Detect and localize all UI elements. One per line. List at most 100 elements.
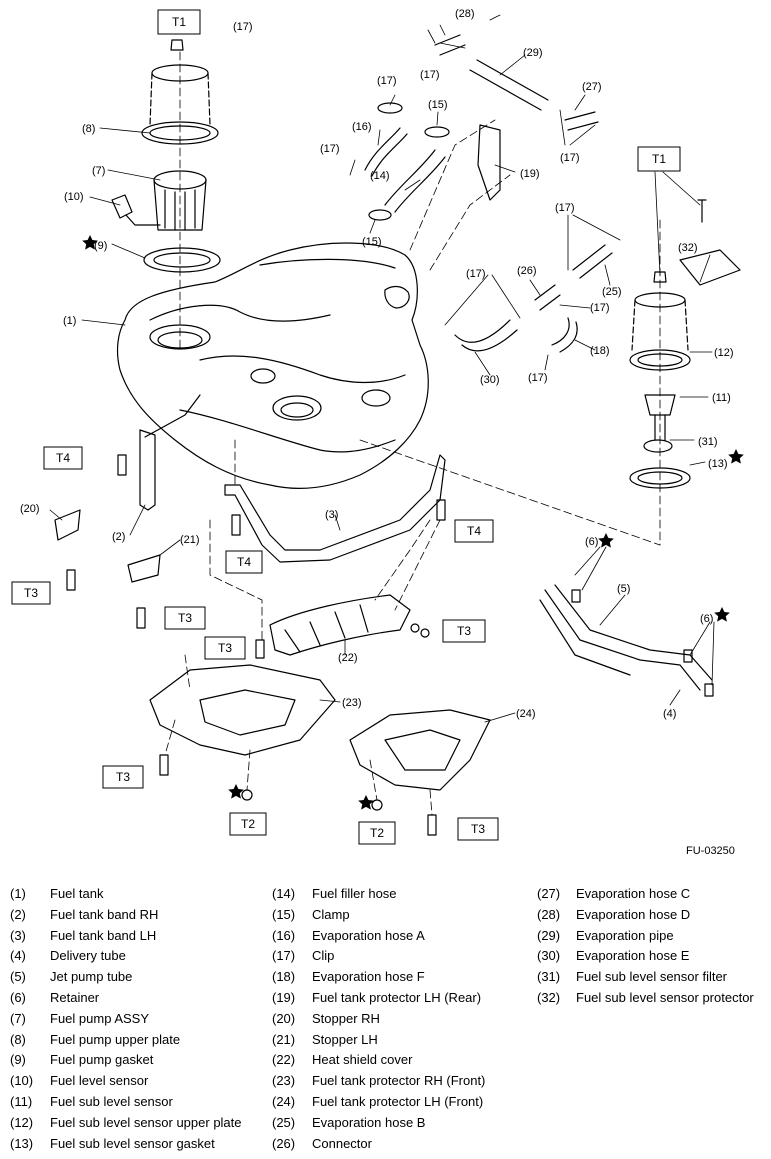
legend-item-number: (14) [272,886,296,901]
legend-item-number: (16) [272,927,296,943]
legend-item-name: Fuel tank protector LH (Rear) [312,989,482,1005]
legend-item: (8)Fuel pump upper plate [10,1030,242,1051]
torque-label: T2 [370,826,384,840]
callout-label: (19) [520,168,540,180]
legend-item-number: (28) [537,906,561,922]
callout-label: (22) [338,652,358,664]
callout-label: (23) [342,697,362,709]
legend-item-number: (19) [272,989,296,1005]
callout-label: (11) [712,392,731,404]
legend-item-name: Fuel pump gasket [50,1052,154,1068]
legend-item-number: (29) [537,927,561,943]
callout-label: (9) [94,240,107,252]
legend-item: (21) Stopper LH [272,1030,485,1051]
callout-label: (17) [377,75,397,87]
legend-item: (32)Fuel sub level sensor protector [537,988,754,1009]
legend-item-number: (24) [272,1093,296,1109]
callout-label: (2) [112,531,125,543]
callout-label: (17) [320,143,340,155]
legend-item-number: (5) [10,969,26,985]
legend-item-name: Evaporation hose B [312,1114,426,1130]
torque-box: T3 [164,606,206,630]
protectors-drawing [149,664,491,791]
callout-label: (21) [180,534,200,546]
tank-bands-drawing [139,394,446,563]
legend-item: (27)Evaporation hose C [537,884,754,905]
callout-label: (10) [64,191,84,203]
torque-label: T4 [237,555,251,569]
legend-column-1: (1)Fuel tank(2)Fuel tank band RH(3)Fuel … [10,884,242,1154]
callout-label: (30) [480,374,500,386]
legend-item-name: Fuel sub level sensor protector [576,989,754,1005]
callout-label: (1) [63,315,76,327]
legend-item-number: (17) [272,948,296,964]
legend-item-name: Fuel tank [50,886,104,901]
callout-label: (3) [325,509,338,521]
torque-label: T4 [467,524,481,538]
torque-box: T4 [225,550,263,574]
legend-item-name: Fuel tank band LH [50,927,157,943]
legend-item-number: (12) [10,1114,34,1130]
legend-item: (12)Fuel sub level sensor upper plate [10,1113,242,1134]
callout-label: (8) [82,123,95,135]
figure-code: FU-03250 [686,845,735,857]
callout-label: (7) [92,165,105,177]
star-markers [82,235,744,810]
legend-item-name: Evaporation hose A [312,927,425,943]
legend-item-name: Stopper LH [312,1031,378,1047]
legend-item-number: (11) [10,1093,33,1109]
callout-label: (28) [455,8,475,20]
callout-label: (4) [663,708,676,720]
torque-label: T2 [241,817,255,831]
callout-label: (6) [585,536,598,548]
star-icon [228,784,244,799]
legend-column-3: (27)Evaporation hose C(28)Evaporation ho… [537,884,754,1009]
legend-item: (28)Evaporation hose D [537,905,754,926]
legend-item-name: Evaporation hose E [576,948,690,964]
torque-label: T3 [457,624,471,638]
star-icon [598,533,614,548]
torque-label: T4 [56,451,70,465]
legend-item-number: (10) [10,1073,34,1089]
legend-item-number: (30) [537,948,561,964]
callout-label: (17) [555,202,575,214]
tubes-drawing [539,584,714,697]
torque-label: T3 [471,822,485,836]
legend-item-number: (3) [10,927,26,943]
legend-item-number: (31) [537,969,561,985]
legend-item: (29)Evaporation pipe [537,926,754,947]
stoppers-drawing [54,509,161,583]
legend-item: (15)Clamp [272,905,485,926]
legend-item: (13) Fuel sub level sensor gasket [10,1134,242,1155]
callout-label: (17) [590,302,610,314]
legend-item: (18)Evaporation hose F [272,967,485,988]
callout-label: (14) [370,170,390,182]
torque-box: T2 [229,812,267,836]
legend-item: (19) Fuel tank protector LH (Rear) [272,988,485,1009]
legend-item: (14)Fuel filler hose [272,884,485,905]
legend-item-name: Fuel pump upper plate [50,1031,181,1047]
legend-column-2: (14)Fuel filler hose(15)Clamp(16) Evapora… [272,884,485,1154]
star-icon [82,235,98,250]
legend-item: (22)Heat shield cover [272,1050,485,1071]
legend-item: (7)Fuel pump ASSY [10,1009,242,1030]
heat-shield-drawing [269,594,411,656]
legend-item-name: Fuel sub level sensor gasket [50,1135,215,1151]
torque-box: T4 [43,446,83,470]
torque-label: T3 [218,641,232,655]
fuel-tank-drawing [116,242,429,489]
callout-label: (25) [602,286,622,298]
torque-box: T3 [442,619,486,643]
legend-item-number: (13) [10,1135,34,1151]
callout-label: (26) [517,265,537,277]
legend-item: (16) Evaporation hose A [272,926,485,947]
legend-item: (3) Fuel tank band LH [10,926,242,947]
callout-label: (17) [466,268,486,280]
callout-label: (17) [233,21,253,33]
legend-item-number: (18) [272,969,296,985]
leader-lines [164,439,661,816]
legend-item-name: Jet pump tube [50,969,133,985]
legend-item-number: (21) [272,1031,296,1047]
callout-labels: (1) (2) (3) (4) (5) (6) (6) (7) (8) (9) … [20,8,734,720]
legend-item-name: Fuel tank protector RH (Front) [312,1073,486,1089]
